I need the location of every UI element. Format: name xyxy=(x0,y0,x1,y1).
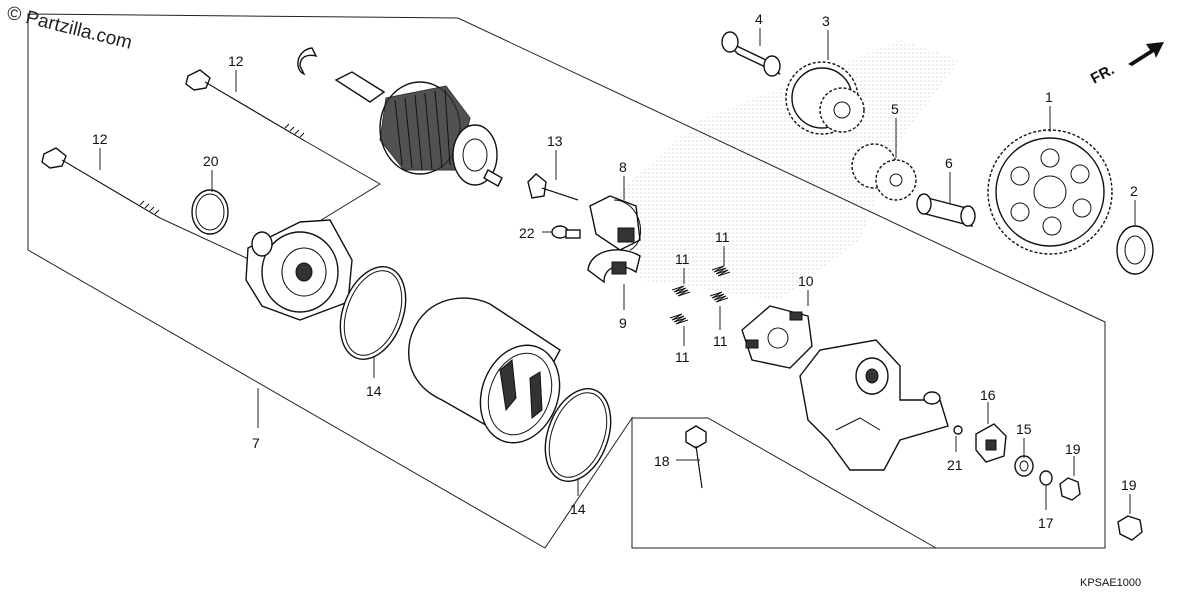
background-watermark-shape xyxy=(610,40,960,300)
o-ring-lower xyxy=(544,388,612,482)
spring-11-d xyxy=(709,291,729,303)
callout-11-d: 11 xyxy=(713,333,728,349)
o-ring-small xyxy=(191,189,229,235)
callout-21: 21 xyxy=(947,457,963,473)
long-bolt-lower xyxy=(41,147,161,219)
terminal-16 xyxy=(975,423,1007,463)
callout-5: 5 xyxy=(891,101,899,117)
diagram-code: KPSAE1000 xyxy=(1080,577,1141,589)
front-direction-indicator: FR. xyxy=(1088,42,1164,88)
bolt-guide-line-2 xyxy=(304,140,381,231)
callout-10: 10 xyxy=(798,273,814,289)
callout-20: 20 xyxy=(203,153,219,169)
pin-6 xyxy=(916,193,976,228)
bolt-13 xyxy=(527,173,579,201)
brush-plate-9 xyxy=(587,249,641,284)
callout-9: 9 xyxy=(619,315,627,331)
callout-6: 6 xyxy=(945,155,953,171)
callout-17: 17 xyxy=(1038,515,1054,531)
watermark-text: © Partzilla.com xyxy=(5,2,134,53)
bolt-guide-line xyxy=(159,217,256,263)
callout-13: 13 xyxy=(547,133,563,149)
callout-4: 4 xyxy=(755,11,763,27)
spring-11-a xyxy=(671,285,691,297)
screw-22 xyxy=(551,225,581,239)
brush-holder-10 xyxy=(741,305,813,369)
callout-3: 3 xyxy=(822,13,830,29)
washer-2 xyxy=(1116,225,1154,275)
callout-11-b: 11 xyxy=(715,229,730,245)
leader-lines xyxy=(99,28,1136,514)
pin-4 xyxy=(721,31,781,77)
callout-14-a: 14 xyxy=(366,383,382,399)
rear-housing-bracket xyxy=(799,339,949,471)
callout-12-a: 12 xyxy=(228,53,244,69)
callout-14-b: 14 xyxy=(570,501,586,517)
callout-19-a: 19 xyxy=(1065,441,1081,457)
spring-11-c xyxy=(711,265,731,277)
brush-holder-8 xyxy=(589,195,641,251)
yoke-housing xyxy=(408,297,561,444)
spring-11-b xyxy=(669,313,689,325)
reduction-gear-3 xyxy=(785,61,865,135)
washer-21 xyxy=(953,425,963,435)
washer-17 xyxy=(1039,470,1053,486)
callout-11-a: 11 xyxy=(675,251,690,267)
assembly-outline-frame xyxy=(27,13,1106,549)
callout-7: 7 xyxy=(252,435,260,451)
callout-11-c: 11 xyxy=(675,349,690,365)
idle-gear-5 xyxy=(851,143,917,201)
circlip xyxy=(297,47,318,76)
armature xyxy=(334,71,503,187)
bolt-18 xyxy=(685,425,707,489)
long-bolt-upper xyxy=(185,69,306,142)
callout-12-b: 12 xyxy=(92,131,108,147)
front-end-cover xyxy=(245,219,353,321)
callout-18: 18 xyxy=(654,453,670,469)
assembly-outline-inner xyxy=(632,417,937,549)
callout-1: 1 xyxy=(1045,89,1053,105)
arrow-icon xyxy=(1128,42,1164,66)
callout-19-b: 19 xyxy=(1121,477,1137,493)
nut-19-b xyxy=(1117,515,1143,541)
washer-15 xyxy=(1014,455,1034,477)
nut-19-a xyxy=(1059,477,1081,501)
o-ring-upper xyxy=(339,266,407,360)
callout-8: 8 xyxy=(619,159,627,175)
direction-label: FR. xyxy=(1088,61,1117,87)
callout-15: 15 xyxy=(1016,421,1032,437)
callout-22: 22 xyxy=(519,225,535,241)
callout-16: 16 xyxy=(980,387,996,403)
starter-driven-gear-1 xyxy=(987,129,1113,255)
callout-2: 2 xyxy=(1130,183,1138,199)
